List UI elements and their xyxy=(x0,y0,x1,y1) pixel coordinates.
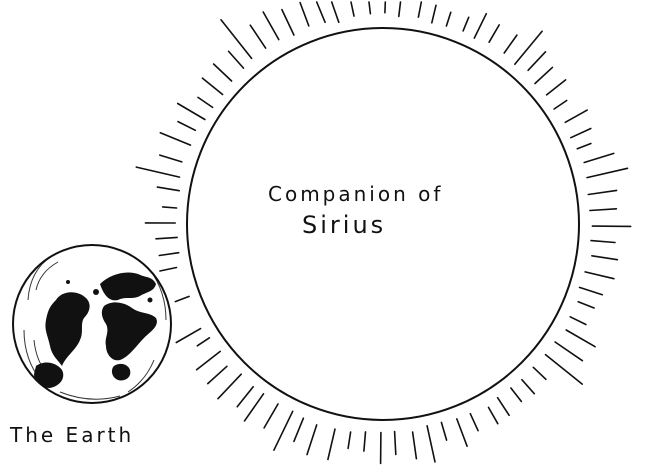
companion-ray xyxy=(571,129,591,138)
companion-ray xyxy=(555,342,582,361)
companion-ray xyxy=(590,209,617,211)
companion-ray xyxy=(351,2,354,16)
companion-ray xyxy=(592,256,618,260)
companion-ray xyxy=(282,10,294,35)
companion-ray xyxy=(160,268,177,272)
companion-ray xyxy=(160,133,190,145)
island-3 xyxy=(66,280,70,284)
companion-ray xyxy=(522,380,534,394)
companion-ray xyxy=(565,110,587,122)
earth xyxy=(13,245,171,403)
companion-ray xyxy=(163,207,177,208)
companion-ray xyxy=(176,329,200,343)
companion-ray xyxy=(489,407,498,423)
companion-ray xyxy=(446,12,450,26)
companion-ray xyxy=(157,187,179,191)
companion-ray xyxy=(197,351,221,369)
companion-label-line2: Sirius xyxy=(302,211,386,239)
companion-ray xyxy=(221,20,252,59)
companion-ray xyxy=(317,2,325,22)
island-1 xyxy=(93,289,99,295)
companion-ray xyxy=(577,144,591,149)
companion-ray xyxy=(585,272,614,279)
companion-ray xyxy=(511,388,522,402)
companion-ray xyxy=(427,426,435,462)
companion-ray xyxy=(591,241,615,243)
companion-label-line1: Companion of xyxy=(268,182,443,206)
companion-ray xyxy=(178,122,195,131)
companion-ray xyxy=(474,14,486,38)
companion-ray xyxy=(198,97,213,107)
companion-ray xyxy=(202,78,222,94)
companion-ray xyxy=(535,67,552,83)
companion-ray xyxy=(364,432,366,451)
companion-ray xyxy=(237,387,253,407)
companion-ray xyxy=(245,394,264,421)
companion-ray xyxy=(175,296,189,301)
companion-ray xyxy=(218,374,241,399)
companion-ray xyxy=(274,411,293,450)
companion-ray xyxy=(263,12,279,40)
companion-ray xyxy=(528,52,545,71)
companion-ray xyxy=(229,51,244,68)
companion-ray xyxy=(348,432,351,448)
companion-ray xyxy=(197,338,209,346)
companion-ray xyxy=(584,153,614,162)
companion-ray xyxy=(547,80,566,95)
companion-ray xyxy=(580,287,603,294)
companion-ray xyxy=(554,101,567,110)
companion-ray xyxy=(300,3,309,26)
companion-ray xyxy=(208,366,227,383)
companion-ray xyxy=(250,25,265,48)
companion-ray xyxy=(399,2,401,16)
companion-ray xyxy=(470,414,478,431)
companion-ray xyxy=(395,432,396,455)
companion-ray xyxy=(332,2,339,22)
companion-ray xyxy=(546,355,583,385)
companion-ray xyxy=(578,302,594,308)
companion-ray xyxy=(587,168,628,177)
companion-ray xyxy=(413,432,417,459)
companion-ray xyxy=(294,418,304,441)
companion-ray xyxy=(178,104,205,120)
companion-ray xyxy=(463,17,469,31)
companion-ray xyxy=(457,419,467,446)
companion-ray xyxy=(156,237,177,238)
companion-ray xyxy=(441,422,446,440)
companion-ray xyxy=(307,425,317,455)
companion-ray xyxy=(566,330,595,347)
companion-ray xyxy=(432,5,436,23)
companion-ray xyxy=(418,2,421,17)
companion-ray xyxy=(570,317,586,325)
companion-ray xyxy=(489,25,499,42)
companion-ray xyxy=(264,404,278,428)
companion-ray xyxy=(136,167,179,177)
companion-ray xyxy=(588,190,616,194)
companion-ray xyxy=(160,155,182,162)
island-2 xyxy=(148,298,153,303)
companion-ray xyxy=(369,2,370,14)
companion-ray xyxy=(498,398,510,416)
companion-ray xyxy=(533,367,546,379)
companion-ray xyxy=(328,429,335,459)
companion-ray xyxy=(214,64,232,81)
earth-label: The Earth xyxy=(9,423,134,447)
companion-ray xyxy=(504,35,517,53)
companion-ray xyxy=(159,253,178,256)
